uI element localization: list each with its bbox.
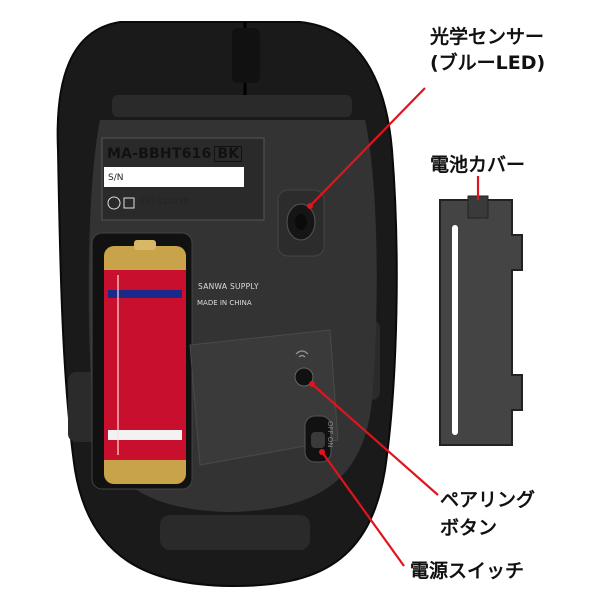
sensor-callout-dot <box>307 203 313 209</box>
skid-pad-bottom <box>160 515 310 550</box>
power-callout-dot <box>319 449 325 455</box>
sensor-lens <box>295 214 307 230</box>
power-switch-callout: 電源スイッチ <box>410 560 525 582</box>
color-code-badge: BK <box>214 146 243 162</box>
callout-lines <box>307 87 480 567</box>
optical-sensor-label: 光学センサー <box>430 26 545 48</box>
brand-print: SANWA SUPPLY <box>198 282 259 291</box>
pairing-callout-line <box>311 383 439 496</box>
skid-pad-top <box>112 95 352 117</box>
serial-prefix: S/N <box>108 173 124 183</box>
cert-mark-icon <box>107 196 121 210</box>
cert-r-icon <box>123 197 135 209</box>
serial-box <box>104 167 244 187</box>
power-callout-line <box>321 451 405 567</box>
wireless-icon <box>295 350 309 358</box>
certification-number: 217-220738 <box>140 197 189 206</box>
pairing-label-line1: ペアリング <box>440 489 536 511</box>
optical-sensor-callout: 光学センサー (ブルーLED) <box>430 24 545 76</box>
battery-cover-callout: 電池カバー <box>430 154 526 176</box>
pairing-button <box>294 367 314 387</box>
pairing-label-line2: ボタン <box>440 517 498 539</box>
origin-print: MADE IN CHINA <box>197 299 252 307</box>
switch-knob <box>311 432 325 448</box>
sensor-callout-line <box>309 87 426 207</box>
scroll-area <box>232 28 260 83</box>
pairing-panel <box>189 329 339 466</box>
switch-marking: OFF ON <box>326 421 334 448</box>
pairing-button-callout: ペアリング ボタン <box>440 486 535 542</box>
aa-battery <box>104 240 186 484</box>
battery-cover <box>439 195 523 446</box>
optical-sensor-sublabel: (ブルーLED) <box>430 52 546 74</box>
pairing-callout-dot <box>309 381 315 387</box>
